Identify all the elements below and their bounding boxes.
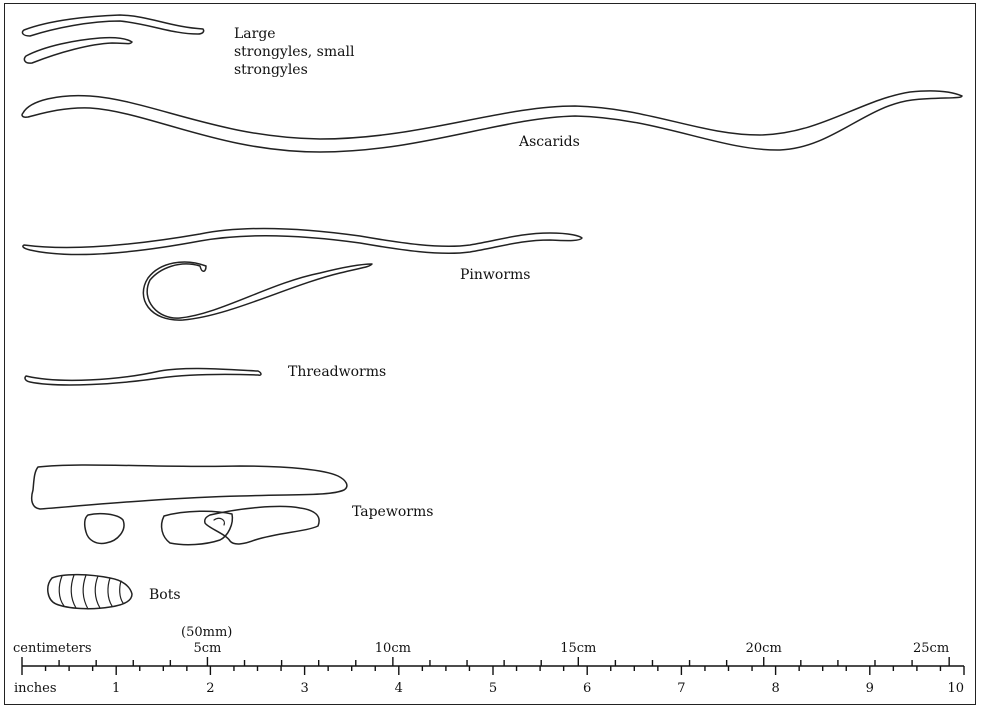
pinworm-long [22,227,583,256]
inch-label: 7 [677,681,685,696]
cm-labels: 5cm 10cm 15cm 20cm 25cm [193,641,949,656]
tapeworm-large [30,464,348,510]
inch-label: 5 [489,681,497,696]
tapeworm-segment-small [83,512,125,545]
inch-label: 9 [866,681,874,696]
cm-label: 5cm [193,641,221,656]
strongyles-label-line: strongyles, small [234,44,355,60]
cm-axis-title: centimeters [13,641,92,656]
inch-label: 6 [583,681,591,696]
bots-label: Bots [149,587,181,603]
ruler-labels: centimeters (50mm) 5cm 10cm 15cm 20cm 25cm i… [13,625,964,696]
in-ticks [21,666,965,675]
ascarids-label: Ascarids [519,134,580,150]
strongyles-label-line: Large [234,26,276,42]
cm-label: 25cm [913,641,949,656]
inch-label: 2 [206,681,214,696]
tapeworm-segment-long [204,505,320,545]
tapeworm-segment-medium [160,510,234,546]
strongyles-label: Large strongyles, small strongyles [234,25,354,79]
inch-label: 3 [300,681,308,696]
inch-labels: 1 2 3 4 5 6 7 8 9 10 [112,681,964,696]
inch-label: 4 [395,681,403,696]
threadworms-label: Threadworms [288,364,387,380]
threadworm [24,367,262,386]
inch-label: 8 [771,681,779,696]
large-strongyle-worm [21,14,205,37]
pinworms-label: Pinworms [460,267,531,283]
figure-frame [4,3,976,705]
ruler [21,657,965,675]
bot-larva [47,573,133,610]
cm-label: 20cm [746,641,782,656]
cm-label: 15cm [560,641,596,656]
small-strongyle-worm [23,36,133,64]
strongyles-label-line: strongyles [234,62,308,78]
ascarid-worm [21,90,963,153]
inch-axis-title: inches [14,681,57,696]
tapeworms-label: Tapeworms [352,504,434,520]
inch-label: 1 [112,681,120,696]
pinworm-curled [142,261,373,321]
inch-label: 10 [947,681,964,696]
cm-ticks [21,657,950,666]
cm-label: 10cm [375,641,411,656]
cm-note-50mm: (50mm) [181,625,232,640]
